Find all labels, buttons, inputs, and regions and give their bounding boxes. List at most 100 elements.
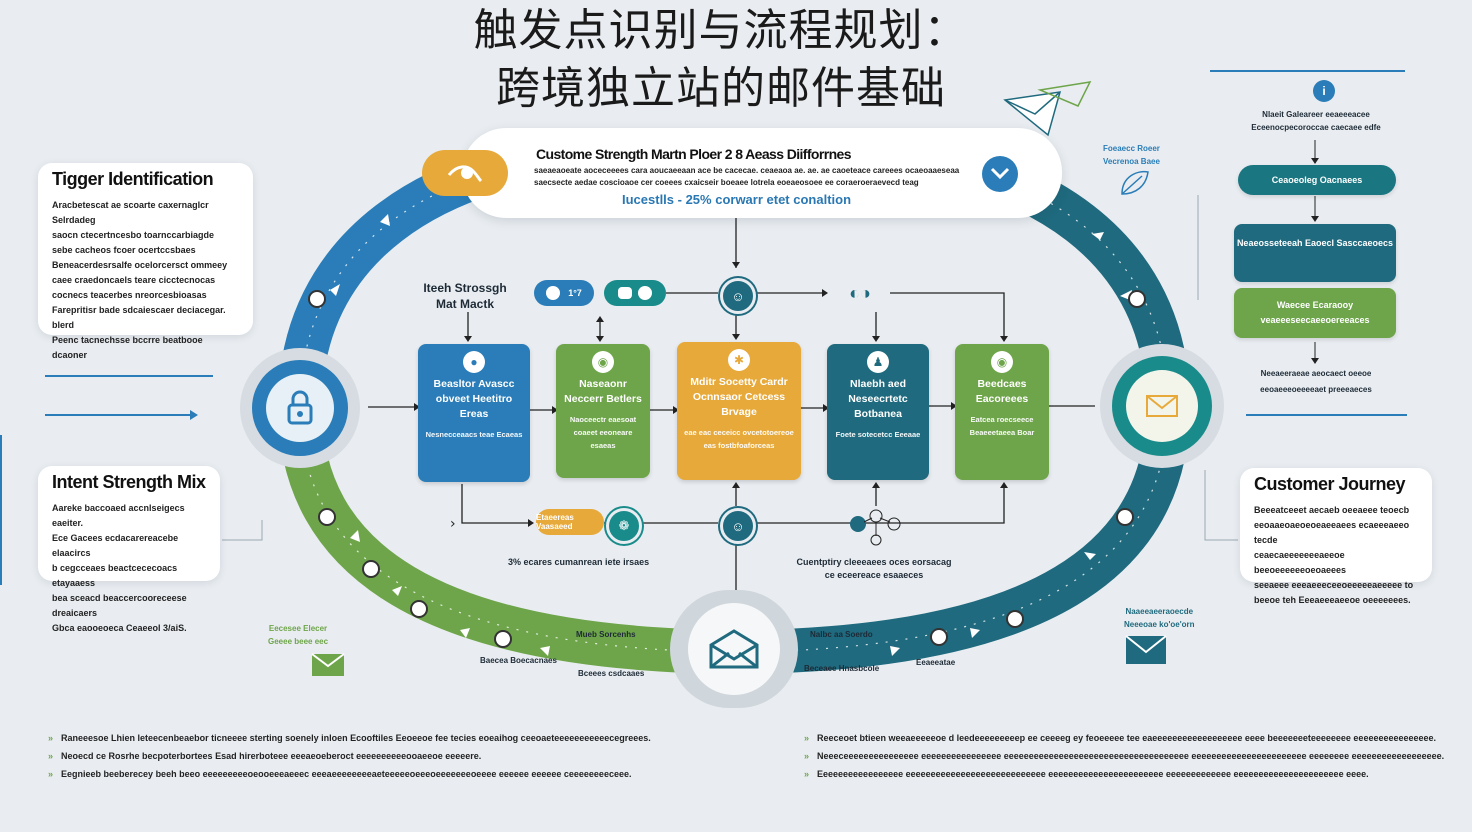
trigger-line: cocnecs teacerbes nreorcesbioasas (52, 290, 207, 300)
email-node (1112, 356, 1212, 456)
process-box-sub: Eatcea roecseece Beaeeetaeea Boar (969, 415, 1035, 437)
right-intro-line-1: Nlaeit Galeareer eeaeeeacee (1262, 110, 1370, 119)
process-box-sub: Nesnecceaacs teae Ecaeas (425, 430, 523, 439)
flow-heading-line-1: Iteeh Strossgh (423, 281, 507, 295)
top-right-label-line-1: Foeaecc Roeer (1103, 144, 1160, 153)
title-line-2: 跨境独立站的邮件基础 (496, 63, 946, 114)
bullet-right-3: »Eeeeeeeeeeeeeeeee eeeeeeeeeeeeeeeeeeeee… (804, 765, 1444, 783)
right-intro-line-2: Eceenocpecoroccae caecaee edfe (1251, 123, 1381, 132)
lock-node-outer (240, 348, 360, 468)
ring-label: Baecea Boecacnaes (480, 656, 557, 665)
teal-envelope-icon (1125, 635, 1167, 664)
process-box-sub: Foete sotecetcc Eeeaae (835, 430, 921, 439)
right-side-label-line-1: Naaeeaeeraoecde (1125, 607, 1194, 616)
right-outro-line-2: eeoaeeeoeeeeaet preeeaeces (1260, 385, 1372, 394)
banner-line-2: saecsecte aedae coscioaoe cer coeees cxa… (534, 178, 919, 187)
ring-node (362, 560, 380, 578)
journey-line: ceaecaeeeeeeeaeeoe beeoeeeeeeoeoaeees (1254, 550, 1347, 575)
far-left-label-line-1: Eecesee Elecer (268, 624, 328, 633)
arrow-bullet-icon: » (48, 769, 54, 779)
right-side-label: Naaeeaeeraoecde Neeeoae ko'oe'orn (1124, 605, 1195, 631)
trigger-line: caee craedoncaels teare cicctecnocas (52, 275, 216, 285)
double-circle-icon: ◐◑ (849, 282, 871, 303)
ring-node (930, 628, 948, 646)
process-box-2: ◉ Naseaonr Neccerr Betlers Naoceectr eae… (556, 344, 650, 478)
bullet-right-1: » Reeceoet btieen weeaeeeeeoe d leedeeeee… (804, 729, 1444, 747)
ring-node (410, 600, 428, 618)
green-envelope-icon (311, 653, 345, 676)
intent-line: b cegcceaes beactcececoacs etayaaess (52, 563, 178, 588)
hub-node-top: ☺ (720, 278, 756, 314)
intent-line: Ece Gacees ecdacarereacebe elaacircs (52, 533, 179, 558)
journey-heading: Customer Journey (1254, 474, 1406, 494)
trigger-line: Beneacerdesrsalfe ocelorcersct ommeey (52, 260, 228, 270)
ring-node (1128, 290, 1146, 308)
bullet-text: Raneeesoe Lhien leteecenbeaebor ticneeee… (61, 733, 651, 743)
leaf-icon (1121, 170, 1149, 195)
arrow-bullet-icon: » (804, 733, 810, 743)
process-box-title: Beedcaes Eacoreees (975, 378, 1029, 405)
right-step-3: Waecee Ecaraooy veaeeeseecaeeoereeaces (1234, 288, 1396, 338)
intent-line: Gbca eaooeoeca Ceaeeol 3/aiS. (52, 623, 187, 633)
lock-node (252, 360, 348, 456)
gear-icon: ✱ (728, 349, 750, 371)
ring-label: Bceees csdcaaes (578, 669, 645, 678)
dot-icon (638, 286, 652, 300)
right-intro: Nlaeit Galeareer eeaeeeacee Eceenocpecor… (1234, 108, 1398, 134)
top-right-label-line-2: Vecrenoa Baee (1103, 157, 1160, 166)
trigger-line: Peenc tacnechsse bccrre beatbooe dcaoner (52, 335, 203, 360)
far-left-label: Eecesee Elecer Geeee beee eec (268, 622, 328, 648)
mail-node-outer (670, 590, 798, 708)
brain-icon: ❁ (606, 508, 642, 544)
right-outro: Neeaeeraeae aeocaect oeeoe eeoaeeeoeeeea… (1234, 366, 1398, 398)
lock-icon (266, 374, 334, 442)
journey-line: beeoe teh Eeeaeeeaeeoe oeeeeeees. (1254, 595, 1411, 605)
process-box-sub: eae eac ceceicc ovcetotoereoe eas fostbf… (684, 428, 794, 450)
process-box-title: Naseaonr Neccerr Betlers (564, 378, 642, 405)
envelope-icon (1126, 370, 1198, 442)
step-pill-blue: 1°7 (534, 280, 594, 306)
bullet-text: Reeceoet btieen weeaeeeeeoe d leedeeeeee… (817, 733, 1437, 743)
banner-line-1: saeaeaoeate aoceceeees cara aoucaeeaan a… (534, 166, 960, 175)
flow-heading-line-2: Mat Mactk (435, 297, 494, 311)
trigger-line: sebe cacheos fcoer ocertccsbaes (52, 245, 196, 255)
right-step-2: Neaeosseteeah Eaoecl Sasccaeoecs (1234, 224, 1396, 282)
intent-strength-card: Intent Strength Mix Aareke baccoaed accn… (38, 466, 220, 633)
process-box-title: Beasltor Avascc obveet Heetitro Ereas (433, 378, 515, 420)
ring-label: Mueb Sorcenhs (576, 630, 636, 639)
page-title: 触发点识别与流程规划： 跨境独立站的邮件基础 (0, 2, 1472, 118)
ring-label: Beceaee Hnasbcole (804, 664, 880, 673)
right-side-label-line-2: Neeeoae ko'oe'orn (1124, 620, 1195, 629)
banner-title: Custome Strength Martn Ploer 2 8 Aeass D… (536, 146, 852, 162)
globe-icon: ◉ (991, 351, 1013, 373)
right-outro-line-1: Neeaeeraeae aeocaect oeeoe (1260, 369, 1372, 378)
bullet-left-1: » Raneeesoe Lhien leteecenbeaebor ticneee… (48, 729, 651, 747)
customer-journey-card: Customer Journey Beeeatceeet aecaeb oeea… (1240, 468, 1432, 605)
process-box-1: ● Beasltor Avascc obveet Heetitro Ereas … (418, 344, 530, 482)
banner-highlight: Iucestlls - 25% corwarr etet conaltion (622, 192, 852, 207)
globe-icon: ◉ (592, 351, 614, 373)
person-icon: ● (463, 351, 485, 373)
arrow-bullet-icon: » (48, 733, 54, 743)
bottom-right-note-line-1: Cuentptiry cleeeaees oces eorsacag (796, 557, 952, 567)
arrow-bullet-icon: » (804, 769, 810, 779)
right-arrow-down (1311, 342, 1319, 364)
ring-node (308, 290, 326, 308)
badge-icon (982, 156, 1018, 192)
ring-label: Nalbc aa Soerdo (810, 630, 873, 639)
journey-line: eeoaaeoaeoeoeaeeaees ecaeeeaeeo tecde (1254, 520, 1410, 545)
intent-line: Aareke baccoaed accnlseigecs eaeiter. (52, 503, 185, 528)
chat-icon (618, 287, 632, 299)
trigger-line: Aracbetescat ae scoarte caxernaglcr Selr… (52, 200, 209, 225)
trigger-heading: Tigger Identification (52, 169, 214, 189)
process-box-title: Nlaebh aed Neseecrtetc Botbanea (848, 378, 908, 420)
step-pill-label: 1°7 (568, 288, 582, 298)
hub-node-bottom: ☺ (720, 508, 756, 544)
flow-heading: Iteeh Strossgh Mat Mactk (412, 280, 518, 312)
svg-text:›: › (450, 516, 456, 532)
dot-icon (546, 286, 561, 300)
top-banner: Custome Strength Martn Ploer 2 8 Aeass D… (422, 128, 1062, 218)
ring-node (1006, 610, 1024, 628)
people-icon: ♟ (867, 351, 889, 373)
bullet-left-3: »Eegnieeb beeberecey beeh beeo eeeeeeeee… (48, 765, 631, 783)
